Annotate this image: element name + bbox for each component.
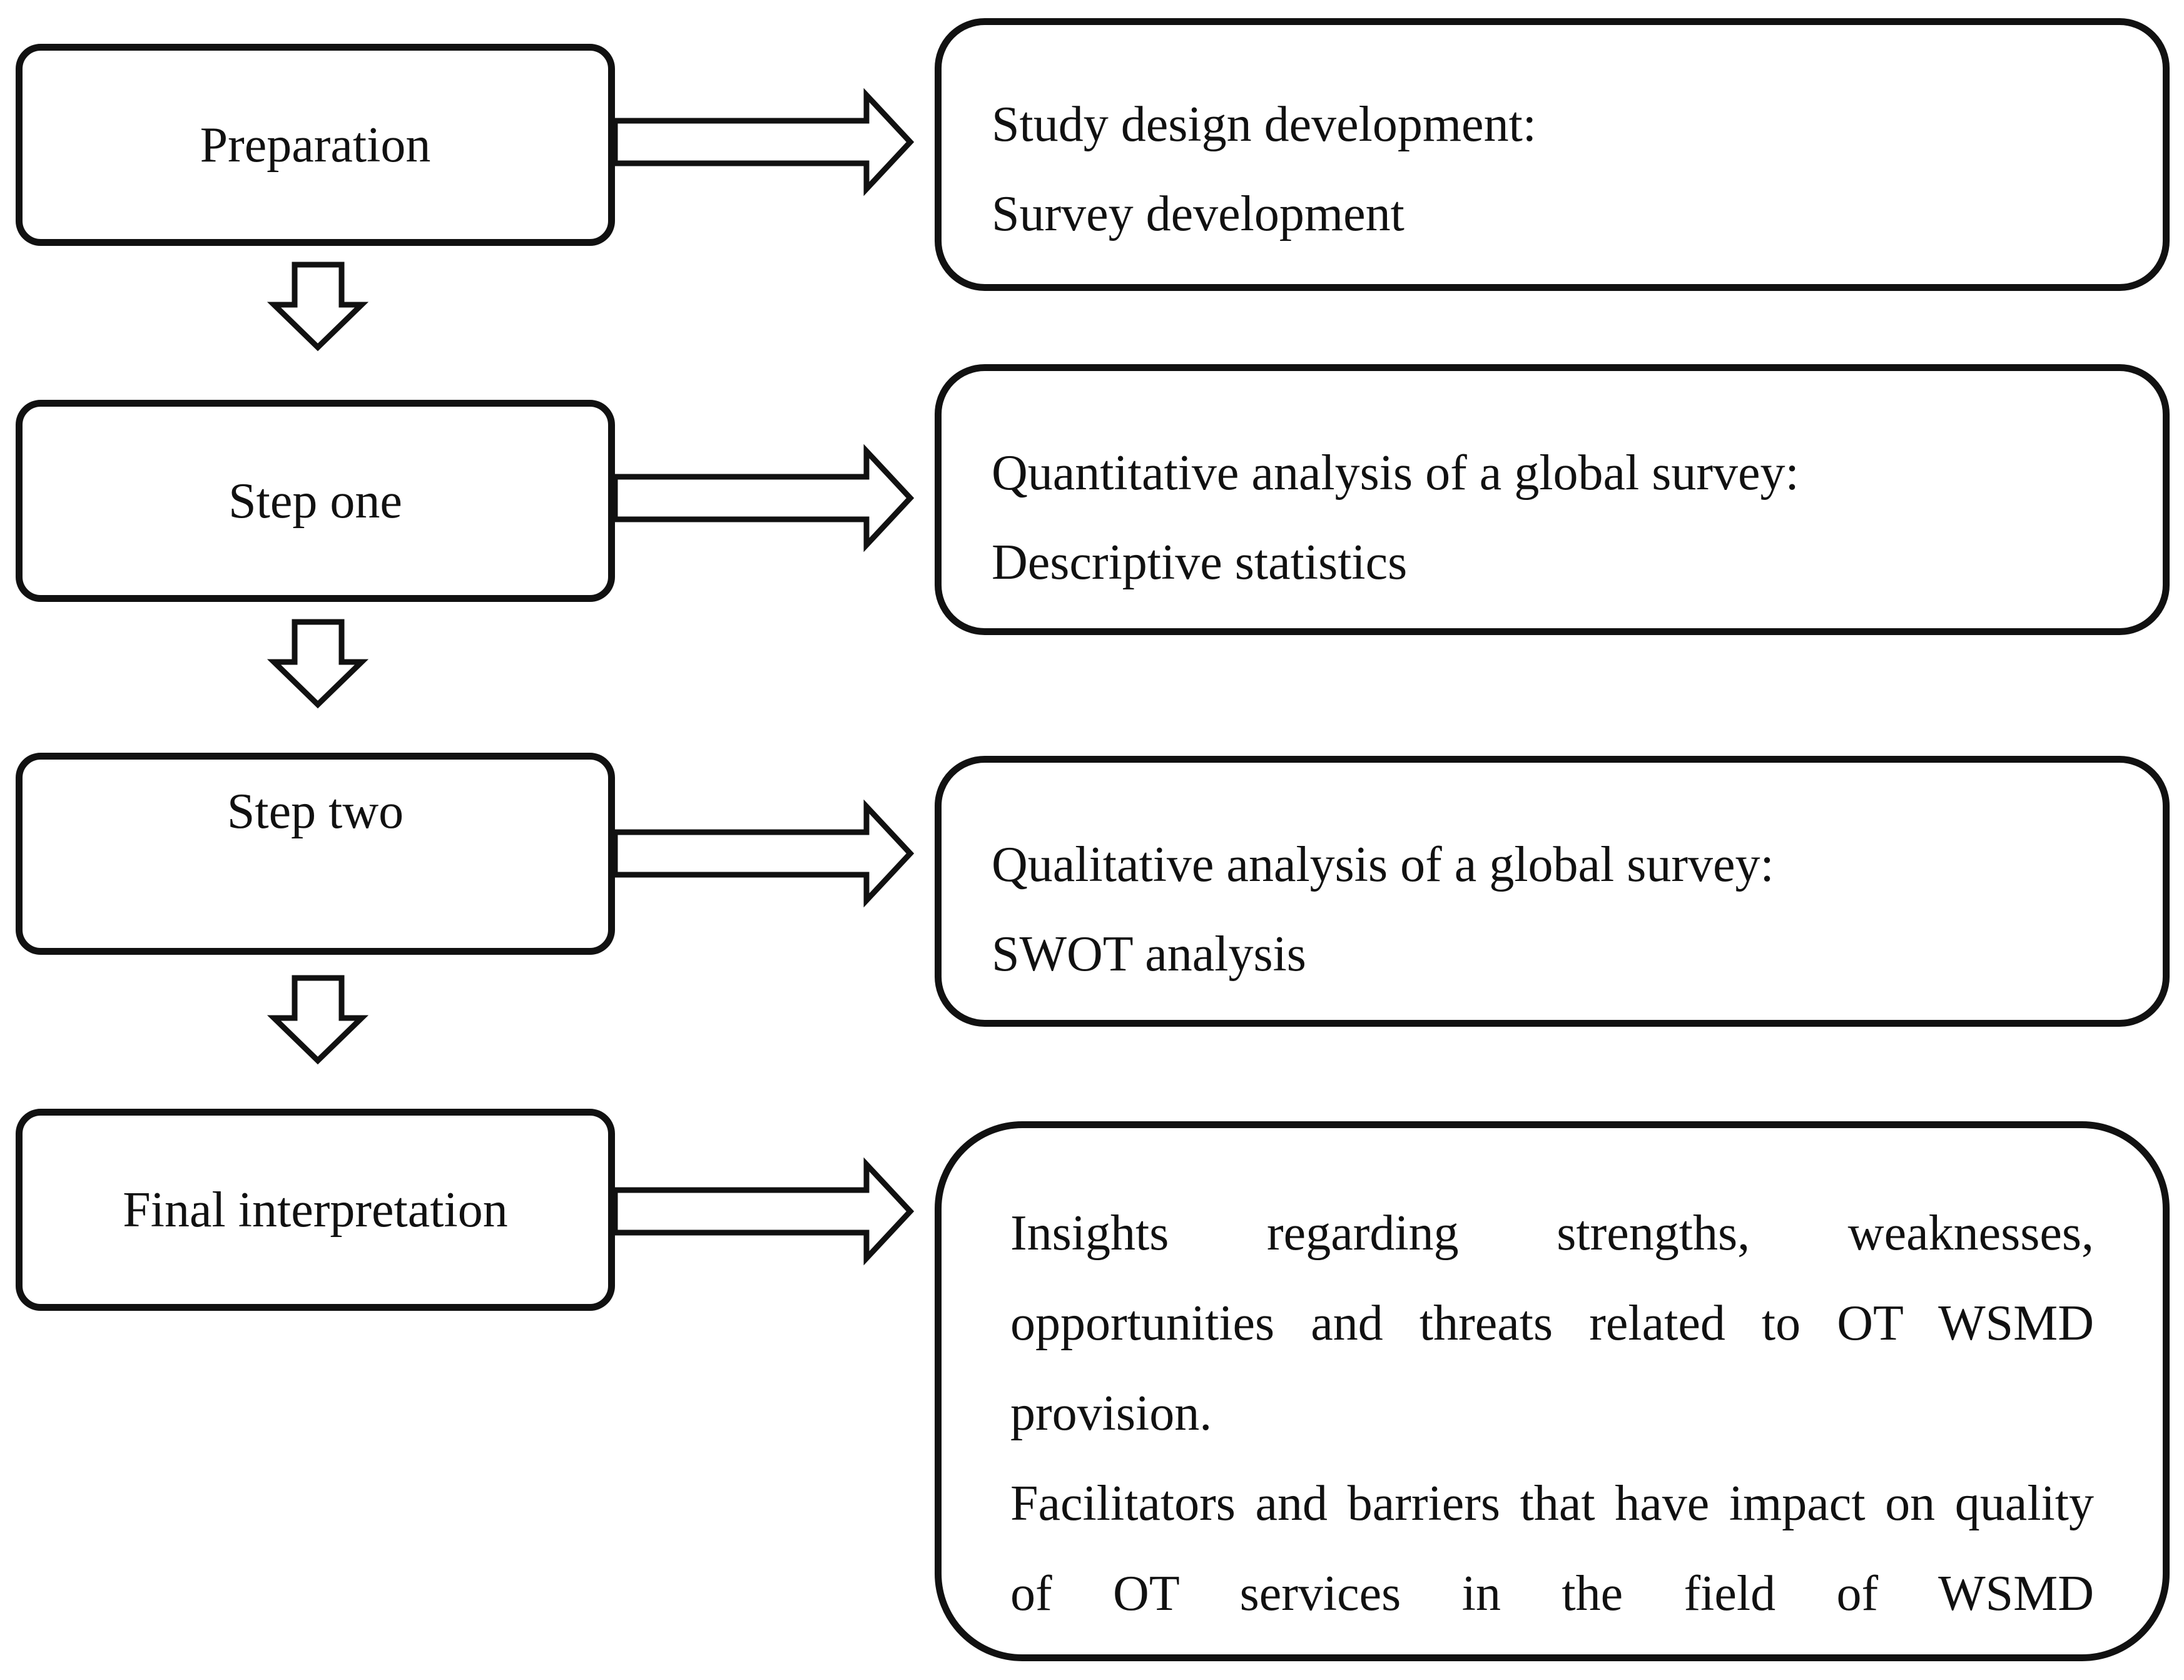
detail-box-final-interpretation: Insights regarding strengths, weaknesses… [935,1121,2170,1661]
arrow-right-step-two [612,799,915,908]
detail-box-step-two: Qualitative analysis of a global survey:… [935,756,2170,1027]
stage-label-step-one: Step one [228,473,402,529]
stage-box-step-one: Step one [16,400,615,602]
detail-paragraph: Facilitators and barriers that have impa… [1010,1476,2094,1621]
detail-line: Study design development: [992,97,1537,152]
detail-box-step-one: Quantitative analysis of a global survey… [935,364,2170,635]
detail-box-preparation: Study design development: Survey develop… [935,18,2170,291]
arrow-down-1 [267,262,369,352]
detail-line: SWOT analysis [992,927,1306,982]
detail-line: Survey development [992,186,1404,242]
stage-box-step-two: Step two [16,753,615,955]
stage-label-step-two: Step two [226,783,404,839]
stage-box-preparation: Preparation [16,44,615,246]
arrow-right-preparation [612,88,915,196]
detail-paragraph: Insights regarding strengths, weaknesses… [1010,1206,2094,1441]
arrow-down-3 [267,975,369,1065]
stage-box-final-interpretation: Final interpretation [16,1109,615,1311]
arrow-right-final [612,1157,915,1266]
detail-line: Descriptive statistics [992,535,1408,590]
detail-line: Quantitative analysis of a global survey… [992,445,1799,501]
stage-label-final-interpretation: Final interpretation [123,1182,508,1238]
arrow-right-step-one [612,444,915,552]
arrow-down-2 [267,619,369,709]
stage-label-preparation: Preparation [200,117,431,173]
detail-line: Qualitative analysis of a global survey: [992,837,1774,892]
